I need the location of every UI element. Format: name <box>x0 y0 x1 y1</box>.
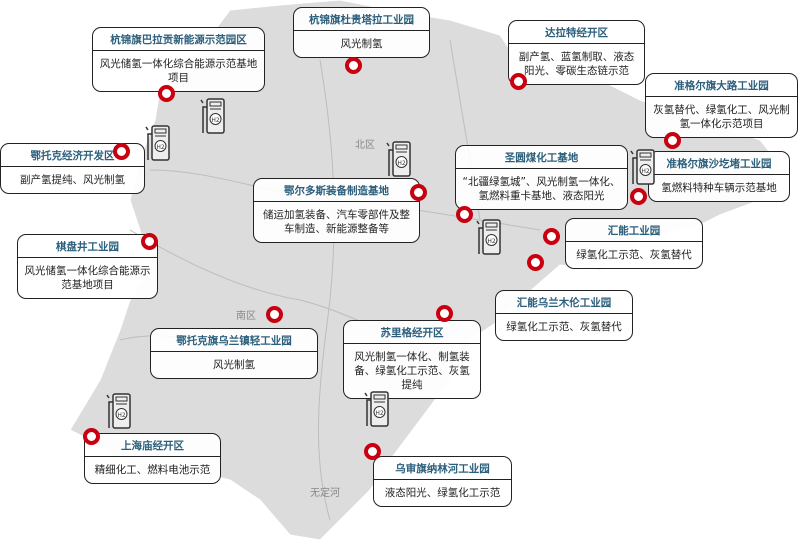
location-ring-icon[interactable] <box>664 132 681 149</box>
park-description: 灰氢替代、绿氢化工、风光制氢一体化示范项目 <box>653 104 790 130</box>
location-ring-icon[interactable] <box>345 57 362 74</box>
park-description: 氢燃料特种车辆示范基地 <box>661 182 777 194</box>
park-title: 乌审旗纳林河工业园 <box>374 457 511 480</box>
map-label-north: 北区 <box>355 140 375 151</box>
park-callout: 汇能工业园绿氢化工示范、灰氢替代 <box>565 218 703 269</box>
hydrogen-pump-icon: H2 <box>145 125 170 161</box>
station-label: H2 <box>397 160 406 167</box>
location-ring-icon[interactable] <box>410 184 427 201</box>
park-title: 杭锦旗杜贵塔拉工业园 <box>294 8 429 31</box>
park-description: 绿氢化工示范、灰氢替代 <box>506 321 622 333</box>
park-title: 苏里格经开区 <box>344 321 480 344</box>
park-callout: 准格尔旗大路工业园灰氢替代、绿氢化工、风光制氢一体化示范项目 <box>645 73 798 138</box>
location-ring-icon[interactable] <box>456 206 473 223</box>
park-callout: 达拉特经开区副产氢、蓝氢制取、液态阳光、零碳生态链示范 <box>508 20 645 85</box>
park-description: 风光制氢 <box>213 359 255 371</box>
location-ring-icon[interactable] <box>436 305 453 322</box>
location-ring-icon[interactable] <box>113 143 130 160</box>
station-label: H2 <box>211 117 220 124</box>
park-description: 液态阳光、绿氢化工示范 <box>384 487 501 499</box>
park-description: 精细化工、燃料电池示范 <box>94 464 211 476</box>
location-ring-icon[interactable] <box>83 428 100 445</box>
location-ring-icon[interactable] <box>141 233 158 250</box>
map-label-south: 南区 <box>236 311 256 322</box>
location-ring-icon[interactable] <box>266 306 283 323</box>
park-callout: 圣圆煤化工基地 “北疆绿氢城”、风光制氢一体化、氢燃料重卡基地、液态阳光 <box>455 145 628 210</box>
park-callout: 鄂托克旗乌兰镇轻工业园风光制氢 <box>150 328 318 379</box>
station-label: H2 <box>375 410 384 417</box>
park-title: 圣圆煤化工基地 <box>456 146 627 169</box>
park-callout: 乌审旗纳林河工业园液态阳光、绿氢化工示范 <box>373 456 512 507</box>
park-description: 绿氢化工示范、灰氢替代 <box>576 249 692 261</box>
park-title: 鄂托克旗乌兰镇轻工业园 <box>151 329 317 352</box>
park-callout: 杭锦旗巴拉贡新能源示范园区风光储氢一体化综合能源示范基地项目 <box>92 27 265 92</box>
location-ring-icon[interactable] <box>630 188 647 205</box>
park-title: 棋盘井工业园 <box>18 235 157 258</box>
park-callout: 上海庙经开区精细化工、燃料电池示范 <box>84 433 221 484</box>
station-label: H2 <box>117 412 126 419</box>
station-label: H2 <box>641 168 650 175</box>
park-description: “北疆绿氢城”、风光制氢一体化、氢燃料重卡基地、液态阳光 <box>462 176 621 202</box>
park-description: 风光制氢 <box>340 38 383 50</box>
park-description: 储运加氢装备、汽车零部件及整车制造、新能源整备等 <box>263 209 410 235</box>
hydrogen-pump-icon: H2 <box>386 141 411 177</box>
park-callout: 苏里格经开区风光制氢一体化、制氢装备、绿氢化工示范、灰氢提纯 <box>343 320 481 399</box>
park-title: 鄂尔多斯装备制造基地 <box>254 179 419 202</box>
park-title: 准格尔旗大路工业园 <box>646 74 797 97</box>
park-title: 鄂托克经济开发区 <box>1 144 144 167</box>
park-description: 副产氢提纯、风光制氢 <box>20 174 125 186</box>
park-description: 风光制氢一体化、制氢装备、绿氢化工示范、灰氢提纯 <box>354 351 470 391</box>
hydrogen-pump-icon: H2 <box>476 219 501 255</box>
park-callout: 准格尔旗沙圪堵工业园氢燃料特种车辆示范基地 <box>648 151 790 202</box>
park-callout: 杭锦旗杜贵塔拉工业园风光制氢 <box>293 7 430 58</box>
location-ring-icon[interactable] <box>364 443 381 460</box>
park-description: 副产氢、蓝氢制取、液态阳光、零碳生态链示范 <box>518 51 635 77</box>
station-label: H2 <box>156 144 165 151</box>
park-callout: 鄂尔多斯装备制造基地储运加氢装备、汽车零部件及整车制造、新能源整备等 <box>253 178 420 243</box>
park-title: 上海庙经开区 <box>85 434 220 457</box>
map-label-river: 无定河 <box>310 488 340 499</box>
park-callout: 棋盘井工业园风光储氢一体化综合能源示范基地项目 <box>17 234 158 299</box>
hydrogen-pump-icon: H2 <box>630 149 655 185</box>
location-ring-icon[interactable] <box>543 228 560 245</box>
park-title: 达拉特经开区 <box>509 21 644 44</box>
park-title: 汇能工业园 <box>566 219 702 242</box>
station-label: H2 <box>487 238 496 245</box>
location-ring-icon[interactable] <box>158 85 175 102</box>
park-description: 风光储氢一体化综合能源示范基地项目 <box>99 58 258 84</box>
park-title: 杭锦旗巴拉贡新能源示范园区 <box>93 28 264 51</box>
hydrogen-pump-icon: H2 <box>106 393 131 429</box>
hydrogen-pump-icon: H2 <box>364 391 389 427</box>
location-ring-icon[interactable] <box>527 254 544 271</box>
hydrogen-pump-icon: H2 <box>200 98 225 134</box>
location-ring-icon[interactable] <box>510 73 527 90</box>
park-title: 汇能乌兰木伦工业园 <box>496 291 632 314</box>
park-title: 准格尔旗沙圪堵工业园 <box>649 152 789 175</box>
park-description: 风光储氢一体化综合能源示范基地项目 <box>24 265 151 291</box>
park-callout: 汇能乌兰木伦工业园绿氢化工示范、灰氢替代 <box>495 290 633 341</box>
park-callout: 鄂托克经济开发区副产氢提纯、风光制氢 <box>0 143 145 194</box>
